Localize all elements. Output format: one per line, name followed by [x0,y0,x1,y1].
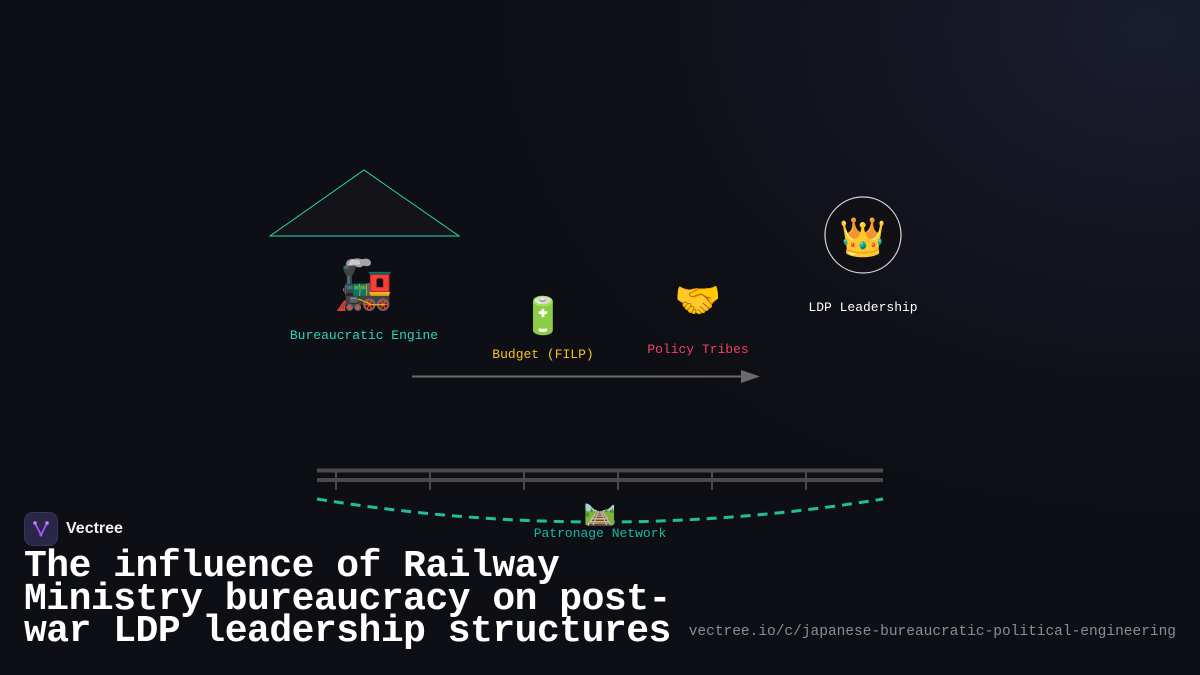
locomotive-icon: 🚂 [334,257,394,313]
budget-label: Budget (FILP) [492,347,594,362]
crown-icon: 👑 [839,215,887,259]
page-title: The influence of Railway Ministry bureau… [24,545,671,653]
railway-track-icon: 🛤️ [583,497,617,527]
battery-icon: 🔋 [520,296,566,337]
brand[interactable]: Vectree [24,512,123,546]
engine-roof-shape [268,169,461,237]
patronage-network-label: Patronage Network [533,526,667,541]
brand-name: Vectree [66,520,123,537]
leadership-label: LDP Leadership [808,300,918,315]
rail-ties [335,470,807,490]
engine-label: Bureaucratic Engine [289,328,439,343]
vectree-logo-icon [24,512,58,546]
leadership-circle [824,196,902,274]
handshake-icon: 🤝 [674,278,722,322]
flow-arrow-head [741,370,760,383]
tribes-label: Policy Tribes [647,342,749,357]
source-url[interactable]: vectree.io/c/japanese-bureaucratic-polit… [688,624,1176,640]
